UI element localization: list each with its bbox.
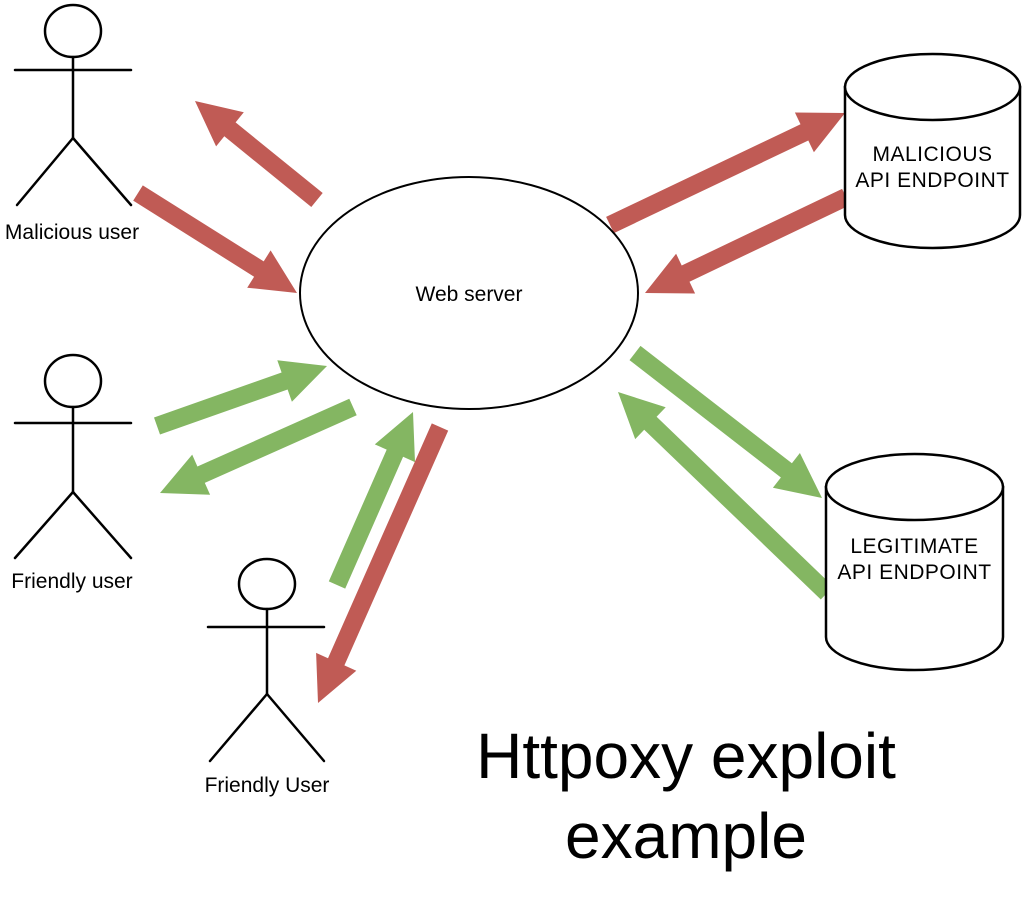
node-legitimate-api-endpoint: LEGITIMATE API ENDPOINT	[824, 452, 1005, 672]
node-malicious-api-endpoint: MALICIOUS API ENDPOINT	[843, 52, 1022, 250]
node-friendly-user-2: Friendly User	[205, 557, 330, 797]
friendly-user1-leg-left	[13, 490, 75, 560]
node-web-server: Web server	[299, 176, 639, 410]
arrow-malicious-user-to-web-server	[133, 185, 297, 293]
node-malicious-user: Malicious user	[5, 3, 139, 244]
friendly-user2-leg-left	[208, 692, 269, 763]
friendly-user1-head	[43, 353, 103, 409]
legitimate-api-cylinder-body	[824, 485, 1005, 672]
arrow-legitimate-api-to-web-server	[618, 392, 834, 600]
arrow-friendly-user1-to-web-server	[154, 360, 327, 435]
friendly-user2-label: Friendly User	[205, 774, 330, 797]
diagram-title: Httpoxy exploit example	[476, 720, 896, 872]
edges-layer	[133, 101, 850, 703]
friendly-user2-leg-right	[265, 692, 326, 763]
arrow-malicious-api-to-web-server	[645, 188, 850, 294]
arrow-web-server-to-malicious-api	[606, 112, 845, 234]
legitimate-api-label-line2: API ENDPOINT	[837, 561, 991, 584]
friendly-user2-head	[237, 557, 297, 611]
friendly-user1-label: Friendly user	[11, 570, 132, 593]
title-line1: Httpoxy exploit	[476, 720, 896, 792]
arrow-web-server-to-malicious-user	[195, 101, 323, 207]
malicious-user-label: Malicious user	[5, 221, 139, 244]
node-friendly-user-1: Friendly user	[11, 353, 133, 593]
malicious-api-label-line1: MALICIOUS	[872, 143, 992, 166]
malicious-api-label-line2: API ENDPOINT	[855, 169, 1009, 192]
title-line2: example	[565, 800, 807, 872]
arrow-friendly-user2-to-web-server	[328, 412, 415, 589]
legitimate-api-cylinder-top	[824, 452, 1005, 522]
arrow-web-server-to-legitimate-api	[629, 345, 822, 498]
malicious-api-cylinder-body	[843, 85, 1022, 250]
web-server-ellipse	[299, 176, 639, 410]
malicious-api-cylinder-top	[843, 52, 1022, 122]
arrow-web-server-to-friendly-user1	[160, 398, 357, 495]
friendly-user1-leg-right	[71, 490, 133, 560]
malicious-user-head	[43, 3, 103, 59]
arrow-web-server-to-friendly-user2	[316, 423, 449, 703]
malicious-user-leg-right	[71, 136, 133, 207]
malicious-user-leg-left	[15, 136, 75, 207]
legitimate-api-label-line1: LEGITIMATE	[850, 535, 978, 558]
web-server-label: Web server	[416, 283, 523, 306]
